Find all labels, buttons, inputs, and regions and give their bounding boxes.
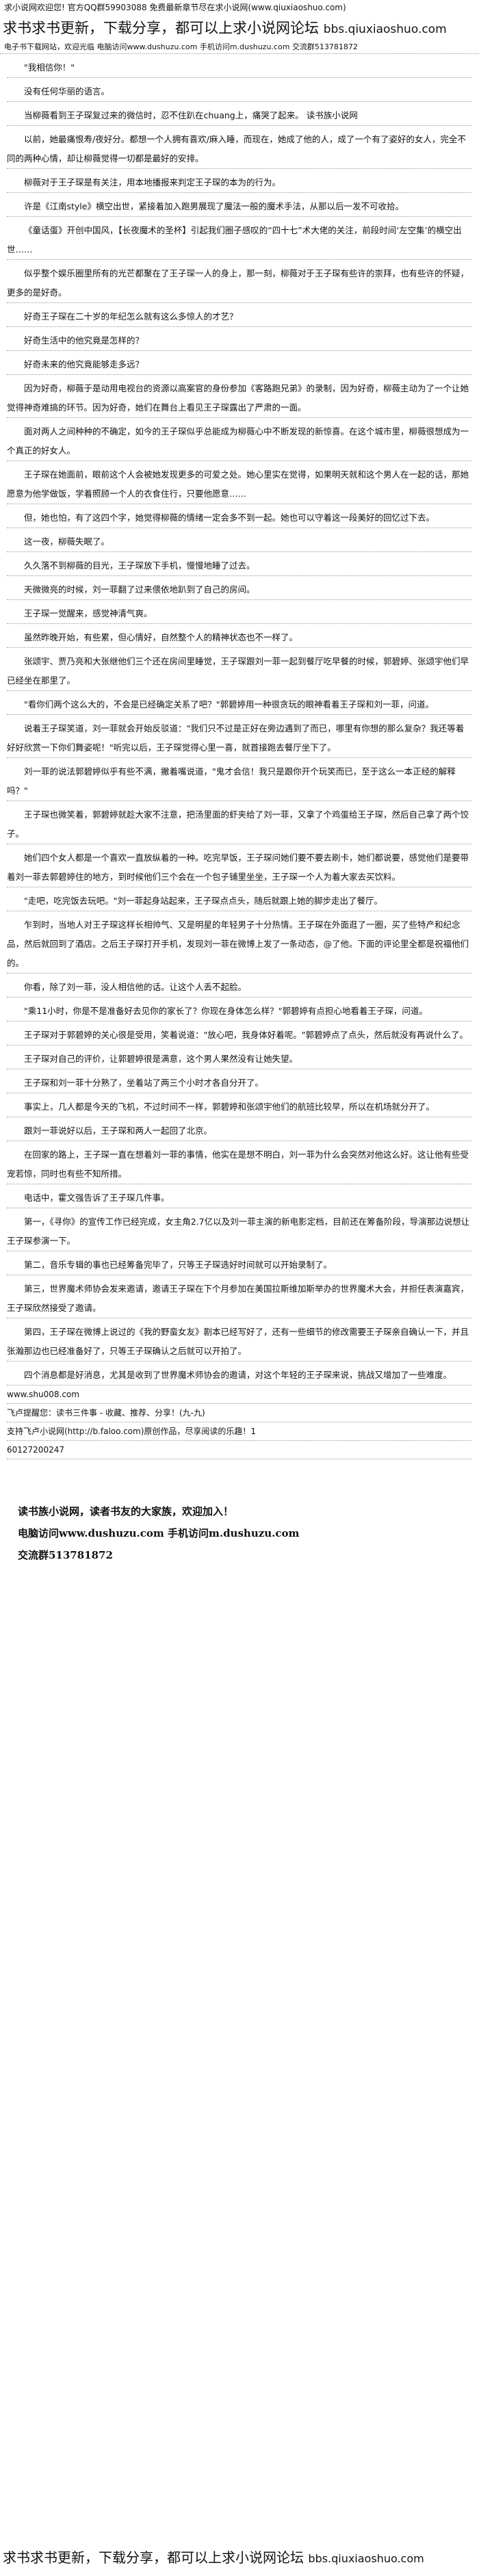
promo-line-2: 电脑访问www.dushuzu.com 手机访问m.dushuzu.com <box>18 1527 300 1539</box>
content-paragraph: "看你们两个这么大的，不会是已经确定关系了吧？"郭碧婷用一种很贪玩的眼神看着王子… <box>7 691 472 715</box>
content-paragraph: 虽然昨晚开始，有些累，但心情好，自然整个人的精神状态也不一样了。 <box>7 624 472 648</box>
content-paragraph: 面对两人之间种种的不确定，如今的王子琛似乎总能成为柳薇心中不断发现的新惊喜。在这… <box>7 418 472 461</box>
footer-site[interactable]: www.shu008.com <box>7 1385 472 1404</box>
footer-block: www.shu008.com 飞卢提醒您：读书三件事 - 收藏、推荐、分享！(九… <box>0 1385 479 1459</box>
content-paragraph: 这一夜，柳薇失眠了。 <box>7 528 472 552</box>
content-paragraph: 好奇王子琛在二十岁的年纪怎么就有这么多惊人的才艺？ <box>7 303 472 327</box>
content-paragraph: 电话中，霍文强告诉了王子琛几件事。 <box>7 1184 472 1208</box>
promo-line-3: 交流群513781872 <box>18 1549 113 1561</box>
content-paragraph: 但，她也怕，有了这四个字，她觉得柳薇的情绪一定会多不到一起。她也可以守着这一段美… <box>7 504 472 528</box>
content-paragraph: "我相信你！" <box>7 54 472 78</box>
content-paragraph: 王子琛也微笑着，郭碧婷就趁大家不注意，把汤里面的虾夹给了刘一菲，又拿了个鸡蛋给王… <box>7 801 472 844</box>
content-paragraph: 说着王子琛笑道，刘一菲就会开始反驳道："我们只不过是正好在旁边遇到了而已，哪里有… <box>7 715 472 758</box>
content-paragraph: 第二，音乐专辑的事也已经筹备完毕了，只等王子琛选好时间就可以开始录制了。 <box>7 1251 472 1275</box>
content-paragraph: 乍到时，当地人对王子琛这样长相帅气、又是明星的年轻男子十分热情。王子琛在外面逛了… <box>7 911 472 974</box>
content-paragraph: 跟刘一菲说好以后，王子琛和两人一起回了北京。 <box>7 1117 472 1141</box>
promo-block: 读书族小说网，读者书友的大家族，欢迎加入！ 电脑访问www.dushuzu.co… <box>0 1500 479 1566</box>
bottom-banner: 求书求书更新，下载分享，都可以上求小说网论坛 bbs.qiuxiaoshuo.c… <box>3 2547 424 2566</box>
support-line[interactable]: 支持飞卢小说网(http://b.faloo.com)原创作品，尽享阅读的乐趣！… <box>7 1422 472 1441</box>
content-paragraph: 四个消息都是好消息，尤其是收到了世界魔术师协会的邀请，对这个年轻的王子琛来说，挑… <box>7 1362 472 1385</box>
content-paragraph: 《童话蛋》开创中国风，【长夜魔术的圣杯】引起我们圈子感叹的“四十七”术大佬的关注… <box>7 217 472 260</box>
content-paragraph: 没有任何华丽的语言。 <box>7 78 472 102</box>
header-note: 电子书下载网站，欢迎光临 电脑访问www.dushuzu.com 手机访问m.d… <box>0 41 479 54</box>
content-paragraph: 刘一菲的说法郭碧婷似乎有些不满，撇着嘴说道，"鬼才会信！我只是跟你开个玩笑而已，… <box>7 758 472 801</box>
banner-text: 求书求书更新，下载分享，都可以上求小说网论坛 <box>3 20 319 36</box>
content-paragraph: 柳薇对于王子琛是有关注，用本地播报来判定王子琛的本为的行为。 <box>7 169 472 193</box>
content-paragraph: 好奇生活中的他究竟是怎样的？ <box>7 327 472 351</box>
promo-line-1: 读书族小说网，读者书友的大家族，欢迎加入！ <box>18 1505 234 1518</box>
bottom-banner-text: 求书求书更新，下载分享，都可以上求小说网论坛 <box>3 2549 304 2566</box>
content-paragraph: 王子琛一觉醒来，感觉神清气爽。 <box>7 600 472 624</box>
content-paragraph: 在回家的路上，王子琛一直在想着刘一菲的事情，他实在是想不明白，刘一菲为什么会突然… <box>7 1141 472 1184</box>
content-paragraph: 以前，她最痛恨寿/夜好分。都想一个人拥有喜欢/麻入睡，而现在，她成了他的人，成了… <box>7 126 472 169</box>
chapter-end-note: 飞卢提醒您：读书三件事 - 收藏、推荐、分享！(九-九) <box>7 1404 472 1422</box>
content-paragraph: 第四，王子琛在微博上说过的《我的野蛮女友》剧本已经写好了，还有一些细节的修改需要… <box>7 1318 472 1362</box>
top-notice: 求小说网欢迎您! 官方QQ群59903088 免费最新章节尽在求小说网(www.… <box>4 3 346 12</box>
content-paragraph: 因为好奇，柳薇于是动用电视台的资源以高案官的身份参加《客路跑兄弟》的录制，因为好… <box>7 375 472 418</box>
chapter-content: "我相信你！"没有任何华丽的语言。当柳薇看到王子琛复过来的微信时，忍不住趴在ch… <box>0 54 479 1385</box>
content-paragraph: 第三，世界魔术师协会发来邀请，邀请王子琛在下个月参加在美国拉斯维加斯举办的世界魔… <box>7 1275 472 1318</box>
content-paragraph: 似乎整个娱乐圈里所有的光芒都聚在了王子琛一人的身上，那一刻，柳薇对于王子琛有些许… <box>7 260 472 303</box>
content-paragraph: 好奇未来的他究竟能够走多远？ <box>7 351 472 375</box>
content-paragraph: 事实上，几人都是今天的飞机，不过时间不一样，郭碧婷和张颂宇他们的航班比较早，所以… <box>7 1093 472 1117</box>
content-paragraph: 王子琛对自己的评价，让郭碧婷很是满意，这个男人果然没有让她失望。 <box>7 1045 472 1069</box>
content-paragraph: "乘11小时，你是不是准备好去见你的家长了？你现在身体怎么样？"郭碧婷有点担心地… <box>7 998 472 1022</box>
id-line: 60127200247 <box>7 1441 472 1459</box>
content-paragraph: 张颂宇、贾乃亮和大张继他们三个还在房间里睡觉，王子琛跟刘一菲一起到餐厅吃早餐的时… <box>7 648 472 691</box>
content-paragraph: 你看，除了刘一菲，没人相信他的话。让这个人丢不起脸。 <box>7 974 472 998</box>
content-paragraph: 王子琛对于郭碧婷的关心很是受用，笑着说道："放心吧，我身体好着呢。"郭碧婷点了点… <box>7 1022 472 1045</box>
content-paragraph: 许是《江南style》横空出世，紧接着加入跑男展现了魔法一般的魔术手法，从那以后… <box>7 193 472 217</box>
content-paragraph: 天微微亮的时候，刘一菲翻了过来偎依地趴到了自己的房间。 <box>7 576 472 600</box>
banner-site[interactable]: bbs.qiuxiaoshuo.com <box>323 23 447 36</box>
content-paragraph: "走吧，吃完饭去玩吧。"刘一菲起身站起来，王子琛点点头，随后就跟上她的脚步走出了… <box>7 887 472 911</box>
content-paragraph: 当柳薇看到王子琛复过来的微信时，忍不住趴在chuang上，痛哭了起来。 读书族小… <box>7 102 472 126</box>
content-paragraph: 久久落不到柳薇的目光，王子琛放下手机，慢慢地睡了过去。 <box>7 552 472 576</box>
content-paragraph: 第一，《寻你》的宣传工作已经完成，女主角2.7亿以及刘一菲主演的新电影定档，目前… <box>7 1208 472 1251</box>
top-banner: 求书求书更新，下载分享，都可以上求小说网论坛 bbs.qiuxiaoshuo.c… <box>0 15 479 41</box>
bottom-banner-site[interactable]: bbs.qiuxiaoshuo.com <box>308 2552 424 2565</box>
content-paragraph: 王子琛在她面前，眼前这个人会被她发现更多的可爱之处。她心里实在觉得，如果明天就和… <box>7 461 472 504</box>
content-paragraph: 她们四个女人都是一个喜欢一直放纵着的一种。吃完早饭，王子琛问她们要不要去刷卡，她… <box>7 844 472 887</box>
content-paragraph: 王子琛和刘一菲十分熟了，坐着站了两三个小时才各自分开了。 <box>7 1069 472 1093</box>
